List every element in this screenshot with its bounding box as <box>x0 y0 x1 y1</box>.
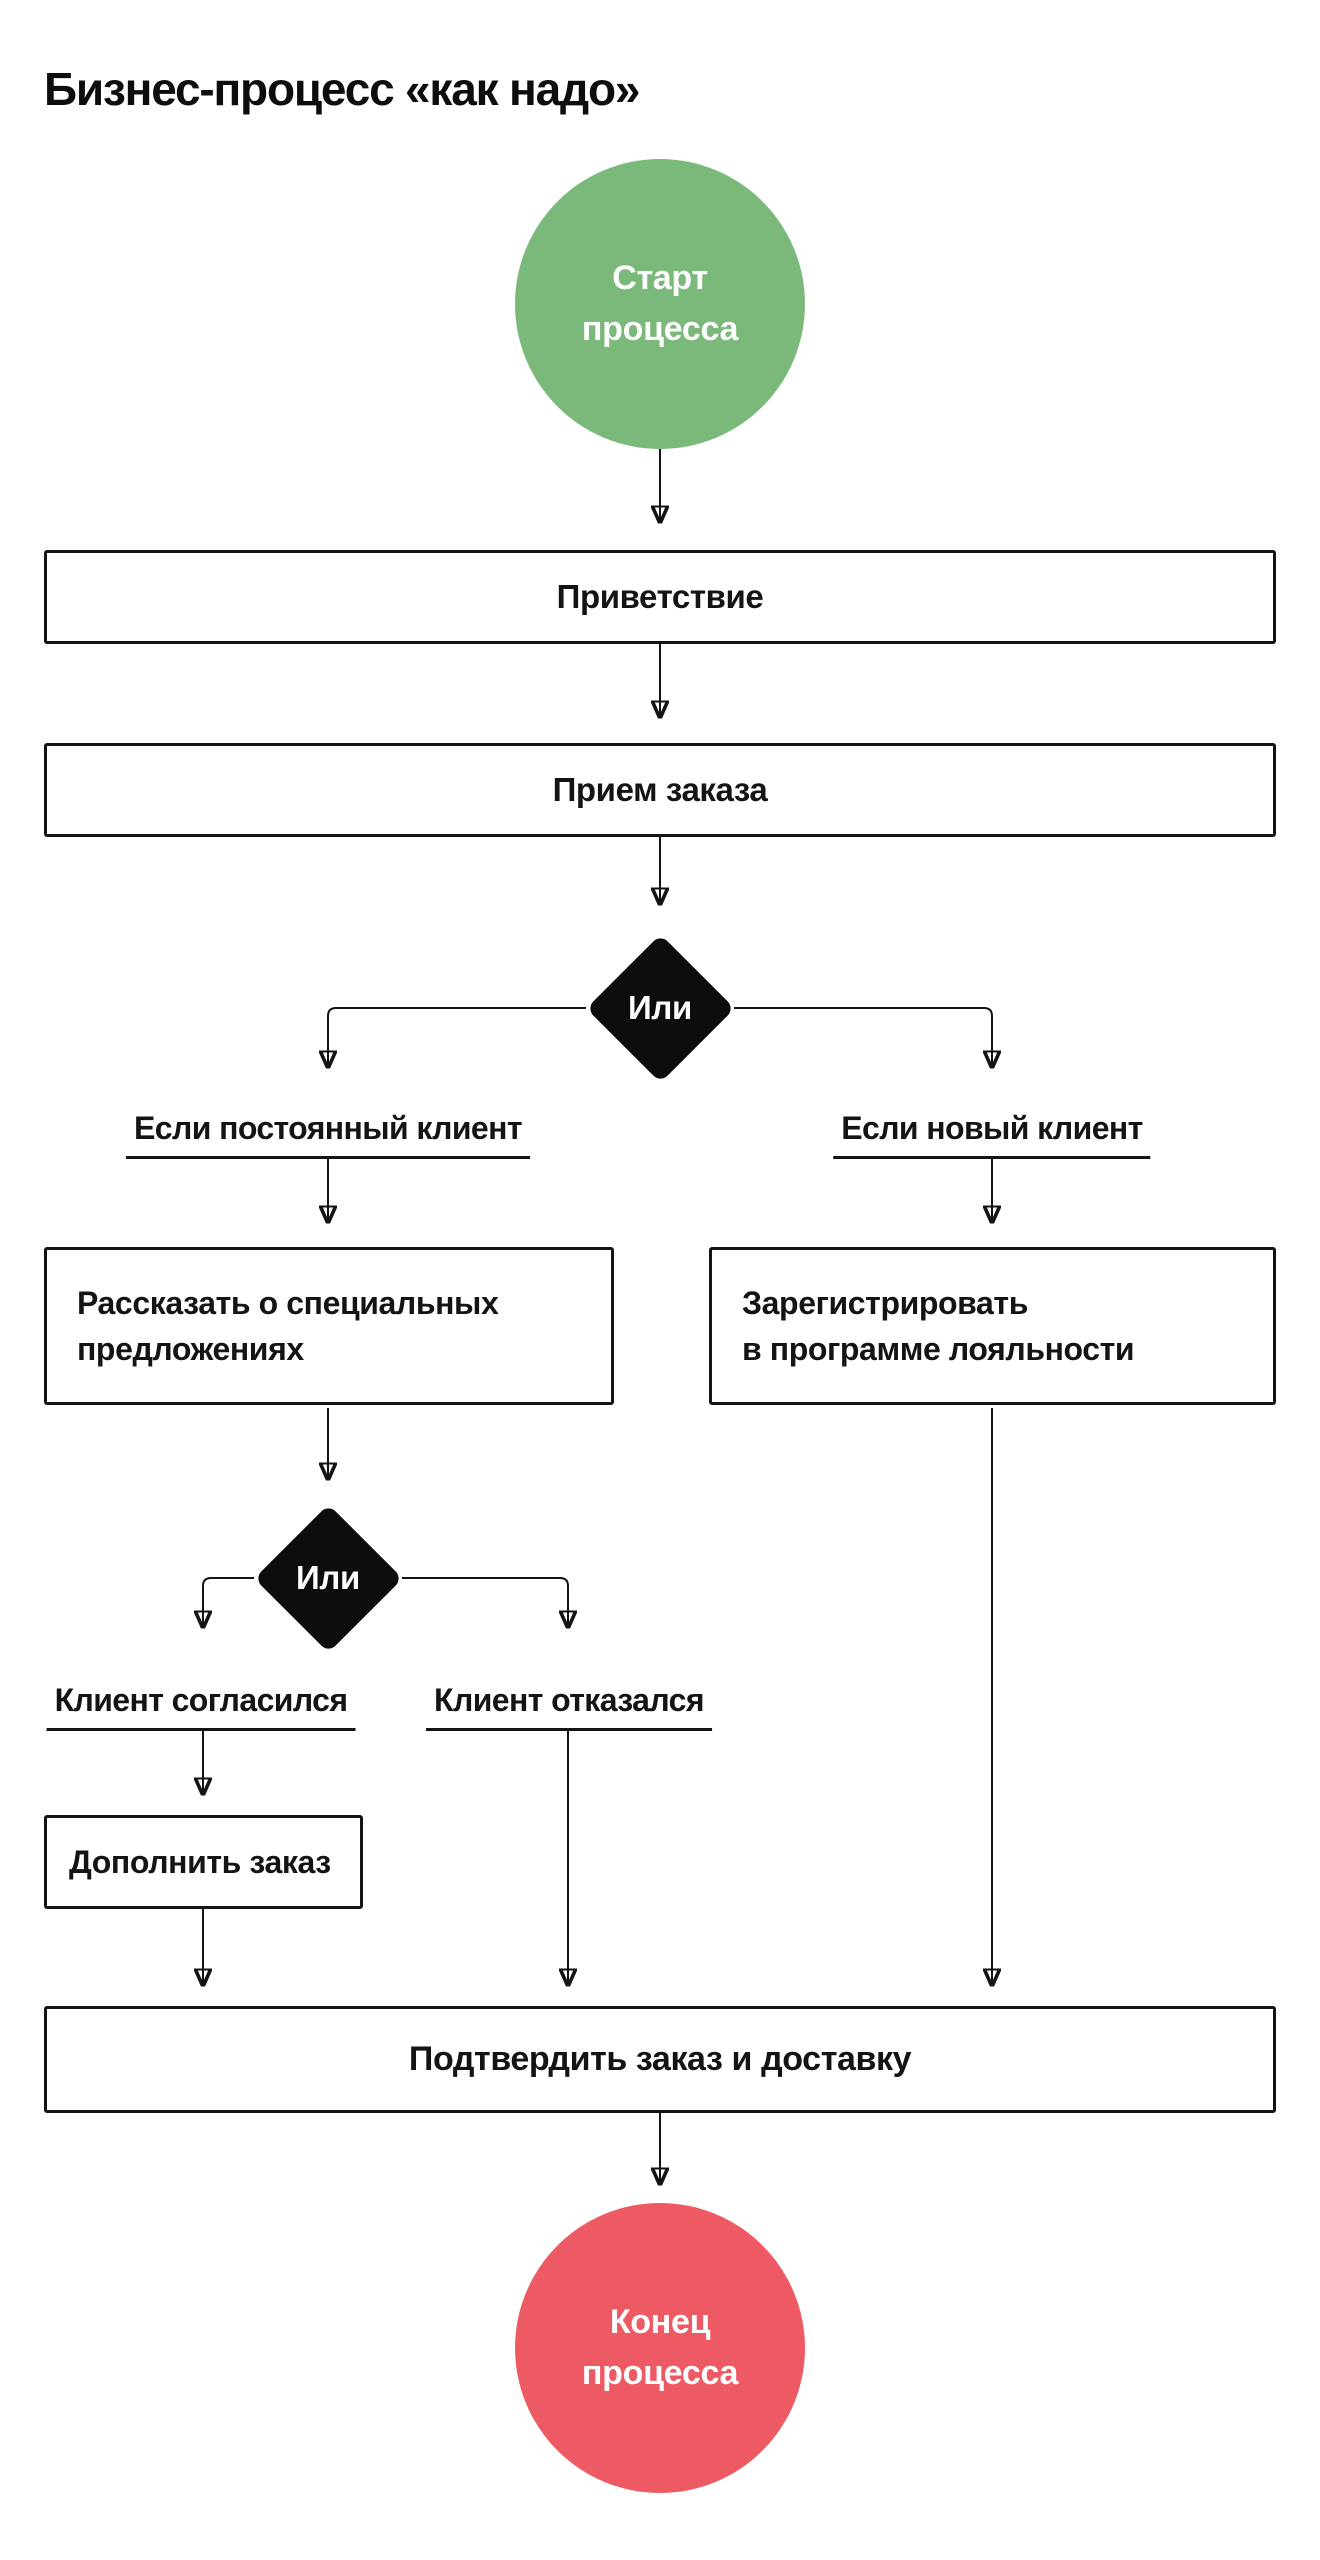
node-order-intake: Прием заказа <box>44 743 1276 837</box>
branch-label-client-refused: Клиент отказался <box>426 1682 712 1731</box>
node-end-circle: Конец процесса <box>515 2203 805 2493</box>
node-greeting: Приветствие <box>44 550 1276 644</box>
node-decision-offer-response: Или <box>253 1503 403 1653</box>
branch-label-client-agreed: Клиент согласился <box>46 1682 356 1731</box>
node-start-circle: Старт процесса <box>515 159 805 449</box>
node-special-offers: Рассказать о специальных предложениях <box>44 1247 614 1405</box>
decision-label: Или <box>627 989 693 1026</box>
node-confirm-order: Подтвердить заказ и доставку <box>44 2006 1276 2113</box>
connector-decision1-left <box>328 1007 586 1066</box>
node-loyalty-register: Зарегистрировать в программе лояльности <box>709 1247 1276 1405</box>
connector-decision2-left <box>203 1577 254 1626</box>
page-title: Бизнес-процесс «как надо» <box>44 63 640 115</box>
decision-label: Или <box>295 1559 361 1596</box>
connector-decision2-right <box>402 1577 568 1626</box>
node-decision-client-type: Или <box>585 933 735 1083</box>
connector-decision1-right <box>734 1007 992 1066</box>
node-add-order: Дополнить заказ <box>44 1815 363 1909</box>
branch-label-new-client: Если новый клиент <box>833 1110 1151 1159</box>
branch-label-regular-client: Если постоянный клиент <box>126 1110 530 1159</box>
